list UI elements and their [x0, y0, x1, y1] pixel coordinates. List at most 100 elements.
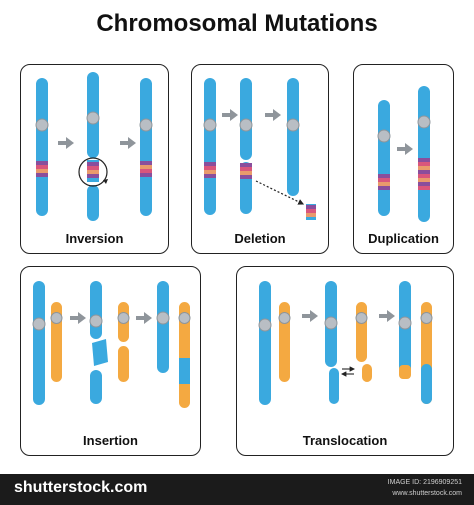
- chromosome-blue-lower: [90, 370, 102, 404]
- band: [36, 165, 48, 169]
- band: [378, 178, 390, 182]
- image-id: IMAGE ID: 2196909251: [387, 479, 462, 486]
- arrow-icon: [136, 312, 152, 324]
- translocated-orange-part: [399, 365, 411, 379]
- band: [378, 174, 390, 178]
- centromere: [398, 316, 412, 330]
- band: [378, 186, 390, 190]
- rotation-arrowhead: [103, 179, 108, 184]
- band: [140, 173, 152, 177]
- arrow-icon: [58, 137, 74, 149]
- arrow-icon: [222, 109, 238, 121]
- band: [36, 169, 48, 173]
- band: [418, 166, 430, 170]
- band: [204, 162, 216, 166]
- band: [140, 169, 152, 173]
- band: [306, 209, 316, 213]
- site-url: www.shutterstock.com: [392, 490, 462, 497]
- label-inversion: Inversion: [65, 231, 124, 246]
- centromere: [139, 118, 153, 132]
- band: [418, 186, 430, 190]
- panel-duplication: Duplication: [353, 64, 454, 254]
- chromosome-blue-lower: [329, 368, 339, 404]
- rotation-circle: [78, 157, 108, 187]
- inserted-segment: [179, 358, 190, 384]
- band: [306, 205, 316, 209]
- band: [418, 182, 430, 186]
- translocated-blue-part: [421, 364, 432, 404]
- chromosome-blue-broken-middle: [92, 339, 108, 366]
- centromere: [258, 318, 272, 332]
- insertion-chromosomes: [32, 281, 191, 408]
- band: [418, 170, 430, 174]
- centromere: [417, 115, 431, 129]
- band: [240, 171, 252, 175]
- chromosome-duplicated: [418, 86, 430, 222]
- deletion-chromosomes: [203, 78, 316, 220]
- chromosome-orange-upper: [356, 302, 367, 362]
- band: [418, 158, 430, 162]
- arrow-icon: [302, 310, 318, 322]
- arrow-icon: [379, 310, 395, 322]
- brand-logo-text: shutterstock.com: [14, 479, 148, 496]
- diagram-title: Chromosomal Mutations: [96, 10, 378, 37]
- centromere: [50, 312, 63, 324]
- centromere: [117, 312, 130, 324]
- arrow-icon: [265, 109, 281, 121]
- label-duplication: Duplication: [368, 231, 439, 246]
- centromere: [286, 118, 300, 132]
- chromosome-blue-result: [399, 281, 411, 379]
- centromere: [239, 118, 253, 132]
- band: [240, 163, 252, 167]
- footer-bar: shutterstock.com IMAGE ID: 2196909251 ww…: [0, 474, 474, 505]
- centromere: [355, 312, 368, 324]
- chromosome-blue: [259, 281, 271, 405]
- panel-insertion: Insertion: [20, 266, 201, 456]
- chromosome-lower-fragment: [87, 185, 99, 221]
- chromosome-original: [378, 100, 390, 216]
- panel-translocation: Translocation: [236, 266, 454, 456]
- label-insertion: Insertion: [83, 433, 138, 448]
- centromere: [203, 118, 217, 132]
- band: [306, 213, 316, 217]
- deletion-dashed-arrow: [255, 180, 305, 205]
- centromere: [420, 312, 433, 324]
- centromere: [178, 312, 191, 324]
- centromere: [89, 314, 103, 328]
- band: [36, 161, 48, 165]
- centromere: [377, 129, 391, 143]
- chromosome-deleted: [287, 78, 299, 196]
- band: [87, 162, 99, 166]
- chromosome-original: [204, 78, 216, 215]
- chromosome-original: [36, 78, 48, 216]
- band: [240, 167, 252, 171]
- chromosome-orange-lower: [362, 364, 372, 382]
- band: [240, 175, 252, 179]
- centromere: [86, 111, 100, 125]
- band: [418, 178, 430, 182]
- band: [418, 162, 430, 166]
- label-deletion: Deletion: [234, 231, 286, 246]
- band: [140, 165, 152, 169]
- band: [378, 182, 390, 186]
- band: [140, 161, 152, 165]
- band: [204, 170, 216, 174]
- chromosome-inverted: [140, 78, 152, 216]
- arrow-icon: [70, 312, 86, 324]
- centromere: [156, 311, 170, 325]
- translocation-chromosomes: [258, 281, 433, 405]
- centromere: [35, 118, 49, 132]
- label-translocation: Translocation: [302, 433, 388, 448]
- band: [418, 174, 430, 178]
- centromere: [324, 316, 338, 330]
- inversion-chromosomes: [35, 72, 153, 221]
- band: [36, 173, 48, 177]
- centromere: [278, 312, 291, 324]
- chromosome-blue: [33, 281, 45, 405]
- chromosome-figure: [32, 72, 433, 408]
- arrow-icon: [397, 143, 413, 155]
- arrow-icon: [120, 137, 136, 149]
- band: [87, 174, 99, 178]
- chromosome-orange-lower: [118, 346, 129, 382]
- duplication-chromosomes: [377, 86, 431, 222]
